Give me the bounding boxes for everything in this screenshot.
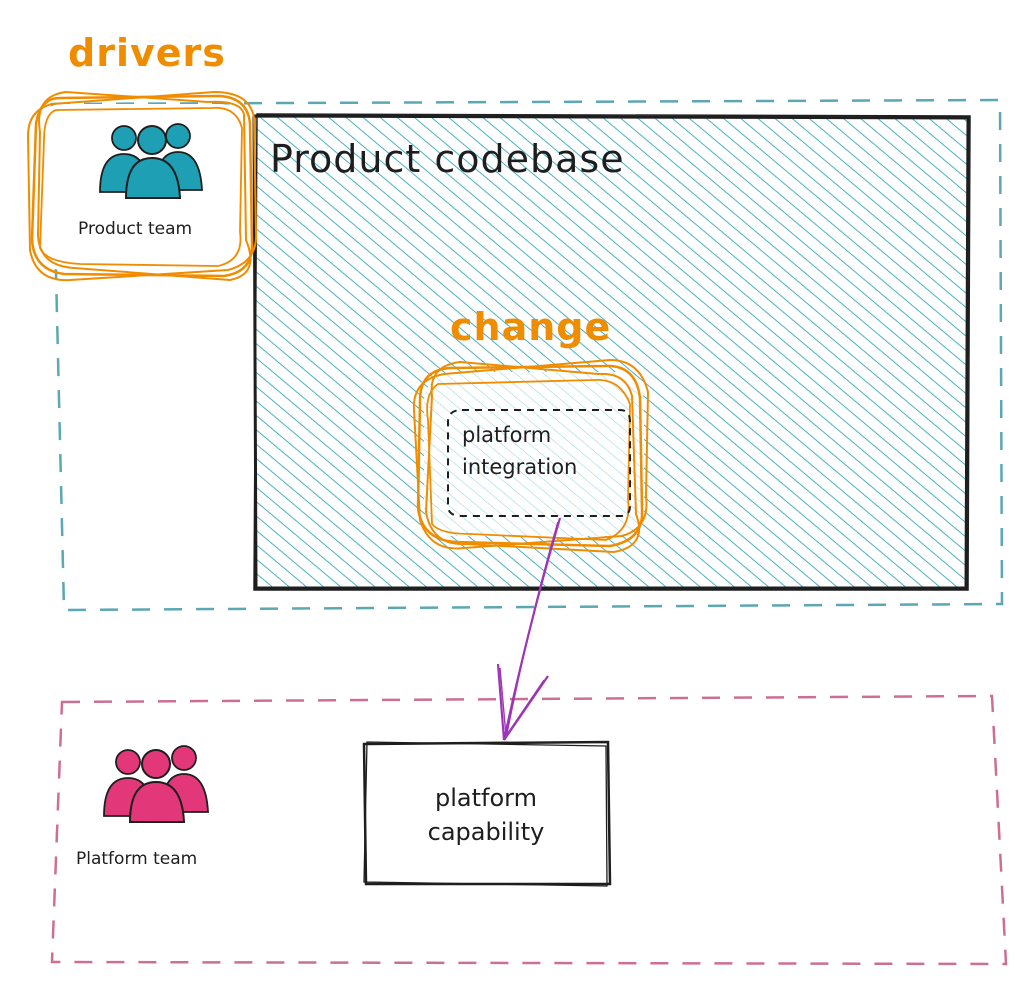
platform-integration-box bbox=[412, 358, 650, 554]
product-team-label: Product team bbox=[78, 219, 192, 239]
platform-integration-label-line1: platform bbox=[462, 423, 551, 447]
platform-integration-label-line2: integration bbox=[462, 455, 577, 479]
people-group-icon bbox=[103, 745, 209, 823]
platform-group-boundary bbox=[50, 694, 1008, 966]
platform-capability-label-line1: platform bbox=[435, 784, 537, 812]
drivers-label: drivers bbox=[68, 31, 226, 75]
change-label: change bbox=[450, 305, 611, 349]
product-codebase-label: Product codebase bbox=[270, 137, 625, 181]
integration-arrow bbox=[496, 517, 562, 741]
platform-capability-label-line2: capability bbox=[428, 818, 545, 846]
platform-team-label: Platform team bbox=[76, 849, 197, 869]
people-group-icon bbox=[99, 123, 203, 199]
platform-capability-box bbox=[362, 740, 612, 887]
product-group-boundary bbox=[50, 98, 1004, 612]
